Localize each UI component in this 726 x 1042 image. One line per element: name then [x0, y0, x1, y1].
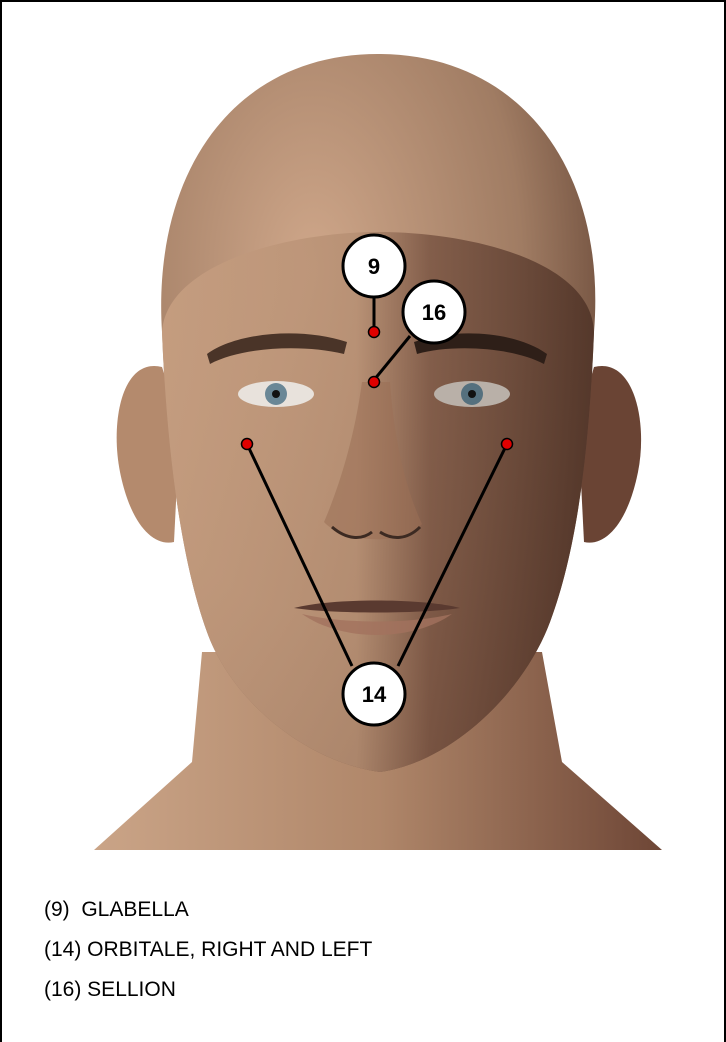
legend-item-sellion: (16) SELLION — [44, 970, 372, 1010]
callout-16-label: 16 — [422, 300, 446, 325]
legend-item-glabella: (9) GLABELLA — [44, 890, 372, 930]
landmark-sellion — [369, 377, 380, 388]
head-illustration: 9 16 14 — [2, 2, 724, 882]
legend-item-orbitale: (14) ORBITALE, RIGHT AND LEFT — [44, 930, 372, 970]
left-pupil — [272, 390, 280, 398]
landmark-orbitale-right — [242, 439, 253, 450]
right-pupil — [468, 390, 476, 398]
callout-9-label: 9 — [368, 254, 380, 279]
callout-14: 14 — [343, 663, 405, 725]
callout-14-label: 14 — [362, 682, 387, 707]
callout-9: 9 — [343, 235, 405, 297]
callout-16: 16 — [403, 281, 465, 343]
legend: (9) GLABELLA (14) ORBITALE, RIGHT AND LE… — [44, 890, 372, 1010]
landmark-glabella — [369, 327, 380, 338]
landmark-orbitale-left — [502, 439, 513, 450]
